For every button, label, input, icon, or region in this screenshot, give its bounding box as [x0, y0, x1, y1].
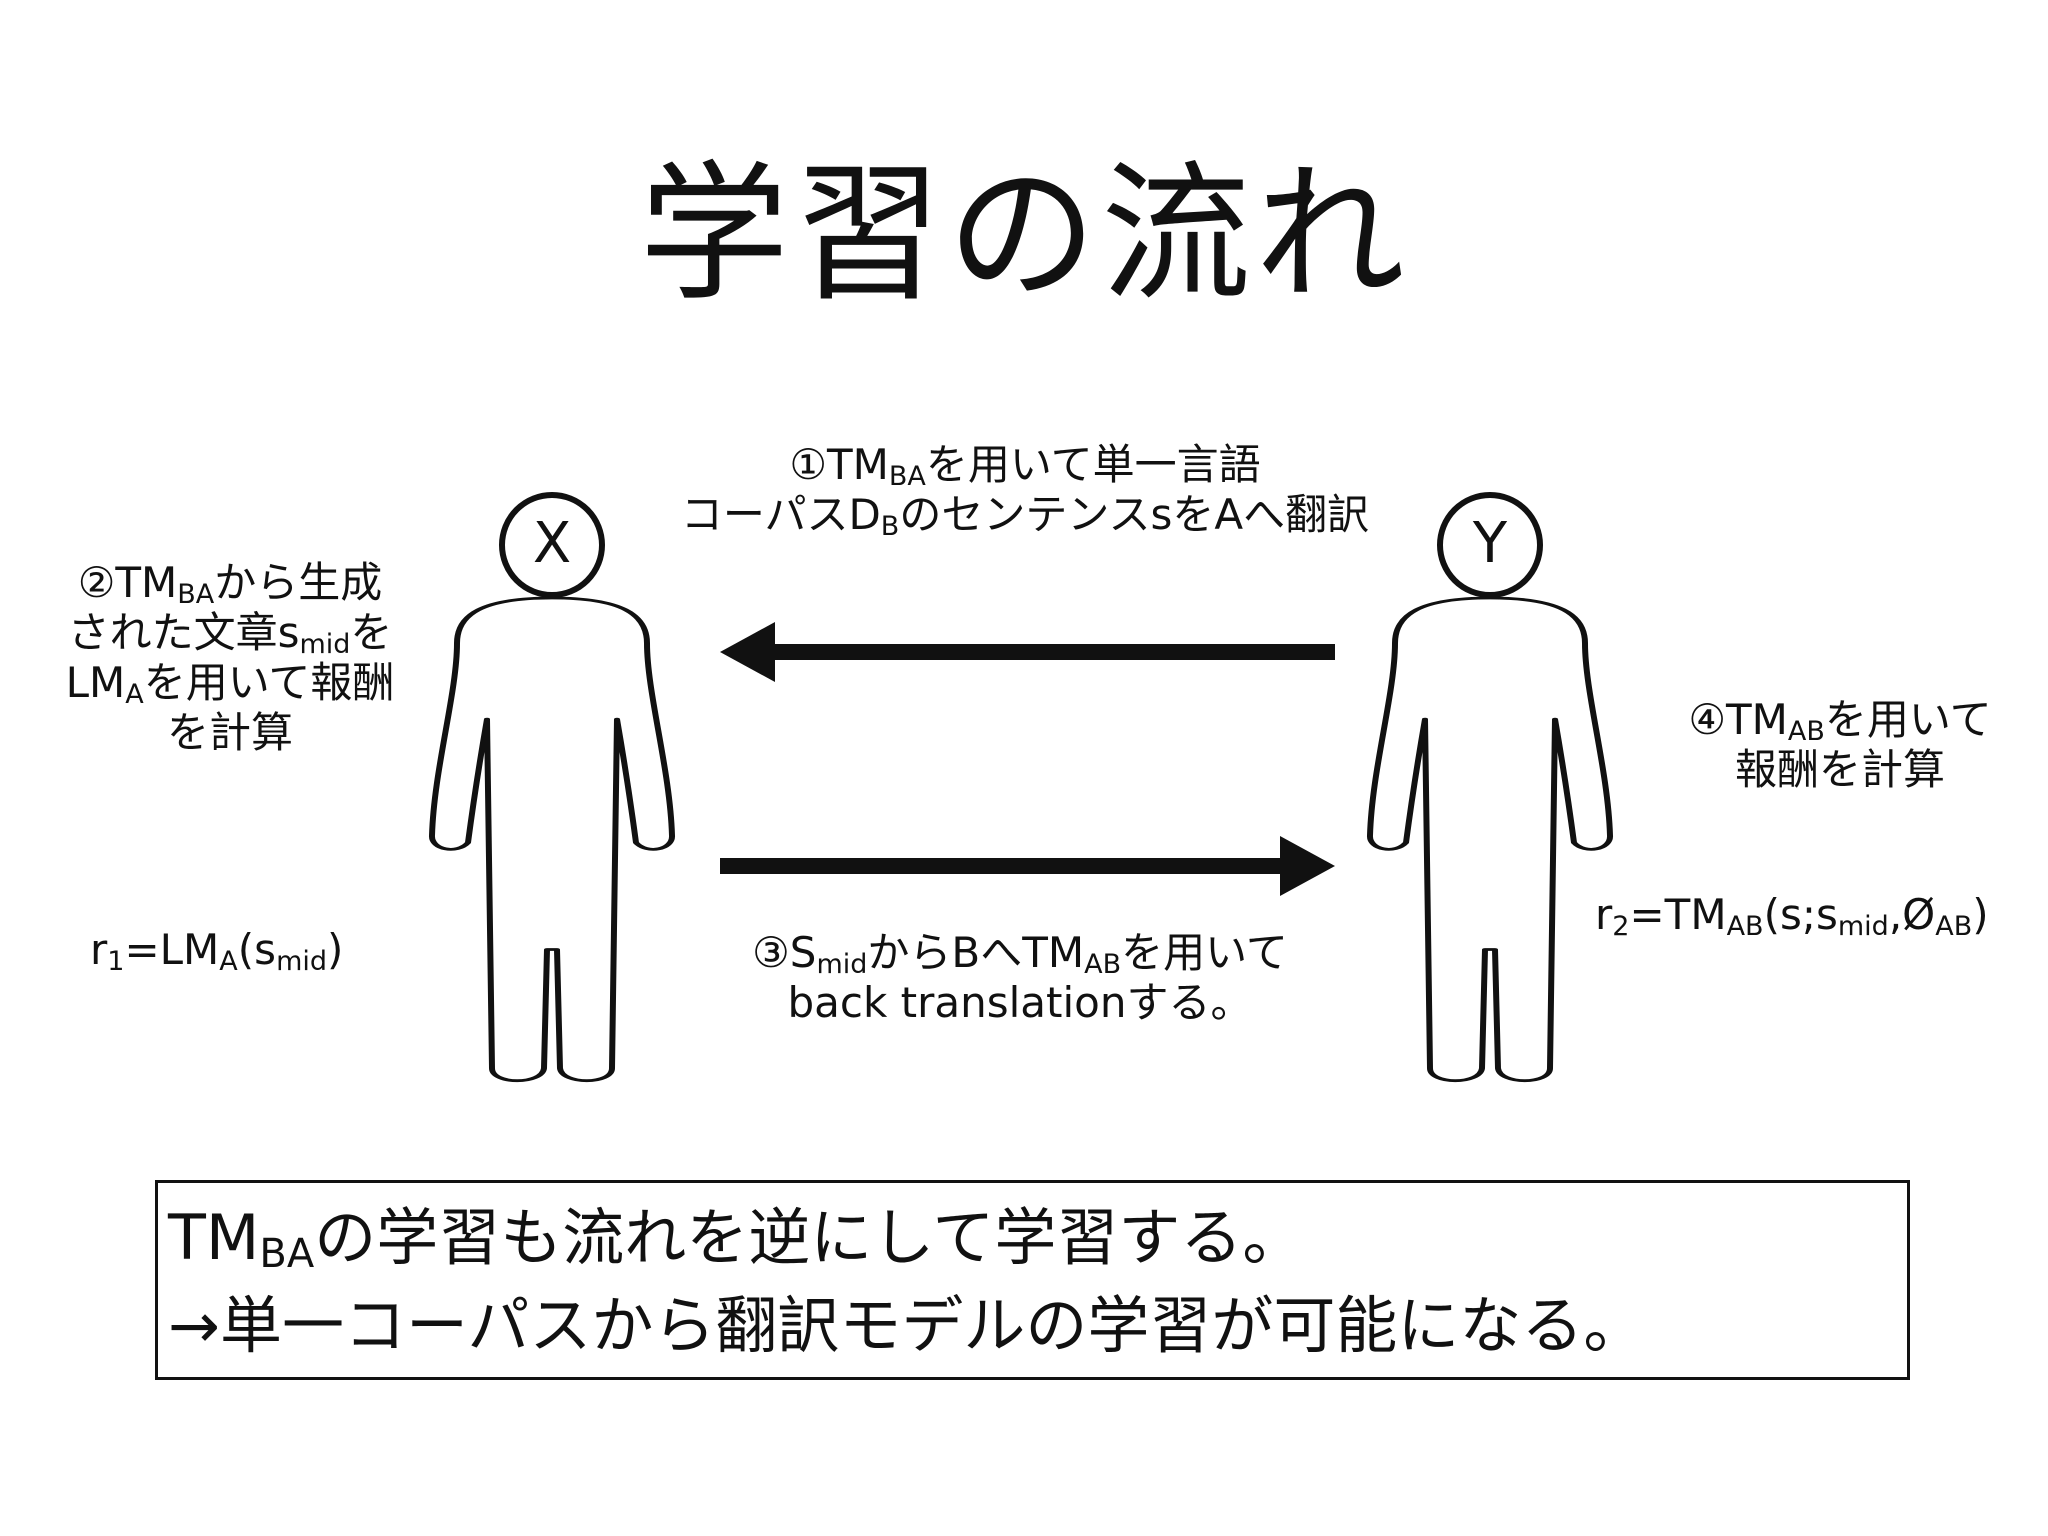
summary-line1: TMBAの学習も流れを逆にして学習する。	[168, 1201, 1305, 1277]
arrow-right	[720, 836, 1335, 896]
step4-line2: 報酬を計算	[1734, 745, 1945, 794]
step2-line4: を計算	[166, 708, 293, 757]
step2-line2: された文章smidを	[67, 608, 393, 660]
summary-line2: →単一コーパスから翻訳モデルの学習が可能になる。	[168, 1289, 1646, 1362]
formula-r2: r2=TMAB(s;smid,ØAB)	[1595, 890, 1989, 942]
summary-box	[155, 1180, 1910, 1380]
arrow-left	[720, 622, 1335, 682]
step4-label: ④TMABを用いて 報酬を計算	[1640, 695, 2040, 795]
step2-label: ②TMBAから生成 された文章smidを LMAを用いて報酬 を計算	[20, 558, 440, 758]
slide-title: 学習の流れ	[638, 148, 1409, 322]
step4-line1: ④TMABを用いて	[1688, 695, 1992, 747]
person-y-label: Y	[1472, 511, 1508, 576]
formula-r1: r1=LMA(smid)	[90, 925, 344, 977]
person-x-head	[499, 492, 605, 598]
step1-line2: コーパスDBのセンテンスsをAへ翻訳	[680, 490, 1370, 542]
step3-label: ③SmidからBへTMABを用いて back translationする。	[600, 928, 1440, 1028]
step1-label: ①TMBAを用いて単一言語 コーパスDBのセンテンスsをAへ翻訳	[590, 440, 1460, 540]
step1-line1: ①TMBAを用いて単一言語	[789, 440, 1261, 492]
person-y-head	[1437, 492, 1543, 598]
person-x-label: X	[532, 511, 572, 576]
step3-line2: back translationする。	[787, 978, 1253, 1027]
step2-line1: ②TMBAから生成	[77, 558, 383, 610]
step2-line3: LMAを用いて報酬	[65, 658, 395, 710]
step3-line1: ③SmidからBへTMABを用いて	[752, 928, 1288, 980]
